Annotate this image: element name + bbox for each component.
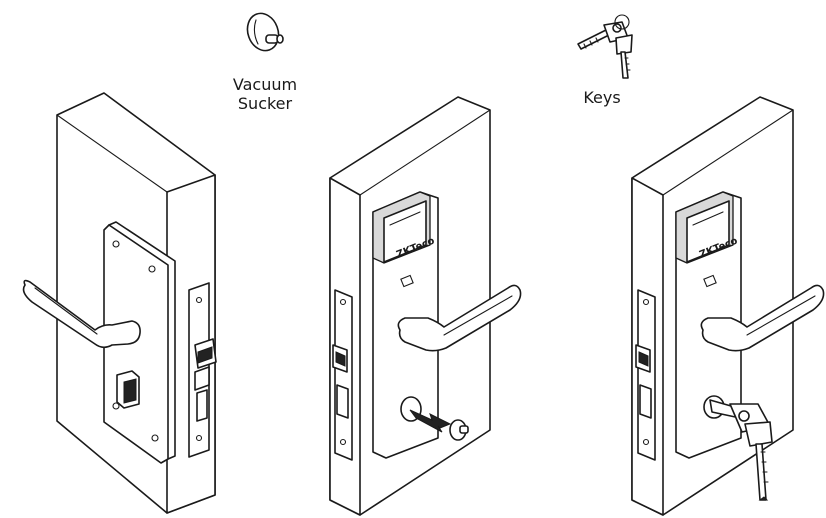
door-3-mortise (637, 289, 656, 461)
door-2-mortise (334, 289, 353, 461)
vacuum-sucker-icon (246, 12, 284, 52)
door-2: ZKTeco (329, 96, 522, 516)
door-3-handle (700, 284, 825, 352)
keys-label: Keys (583, 88, 621, 107)
removal-arrow-icon (409, 409, 452, 433)
door-2-vacuum-sucker (449, 419, 469, 441)
door-1 (22, 92, 217, 514)
door-3: ZKTeco (631, 96, 825, 516)
vacuum-sucker-label: Vacuum Sucker (225, 75, 305, 113)
door-2-handle (397, 284, 522, 352)
door-3-inserted-keys (703, 395, 773, 501)
keys-icon (577, 14, 633, 79)
vacuum-sucker-label-line2: Sucker (237, 94, 293, 113)
vacuum-sucker-label-line1: Vacuum (232, 75, 298, 94)
door-1-handle (22, 279, 141, 349)
